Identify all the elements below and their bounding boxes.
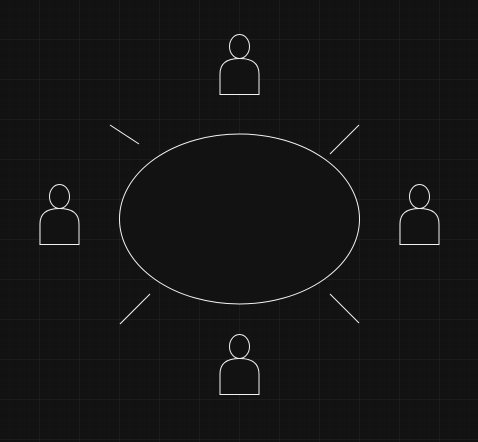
person-icon-right[interactable] xyxy=(399,184,440,245)
table-ellipse[interactable] xyxy=(119,133,360,305)
person-icon-left[interactable] xyxy=(39,184,80,245)
connector-bottom-left xyxy=(119,293,151,325)
connector-top-right xyxy=(329,124,360,155)
connector-top-left xyxy=(109,124,140,145)
connector-bottom-right xyxy=(329,293,360,324)
person-icon-bottom[interactable] xyxy=(219,334,260,395)
person-icon-top[interactable] xyxy=(219,34,260,95)
